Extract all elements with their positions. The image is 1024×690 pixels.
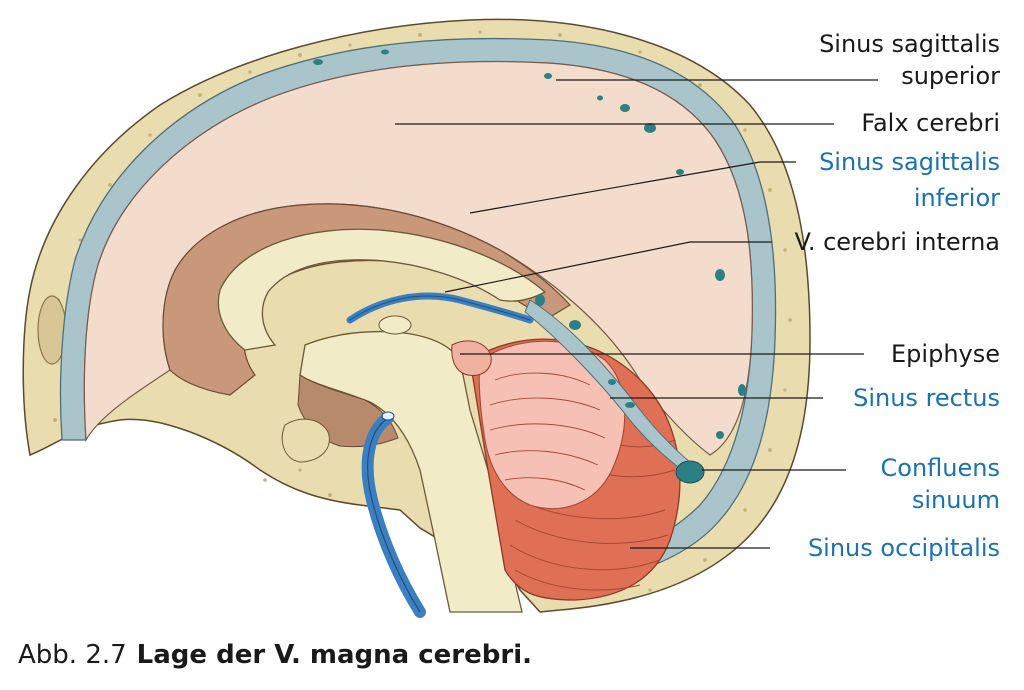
corpus-callosum [217, 228, 547, 351]
brain-sagittal-section-illustration: Sinus sagittalis superior Falx cerebri S… [22, 18, 1001, 618]
label-sinus-sagittalis-inferior-2: inferior [914, 184, 1000, 212]
thalamus [378, 315, 412, 335]
label-sinus-rectus: Sinus rectus [853, 384, 1000, 412]
labels: Sinus sagittalis superior Falx cerebri S… [795, 30, 1001, 562]
label-confluens-2: sinuum [912, 486, 1000, 514]
brainstem [299, 330, 523, 613]
label-sinus-sagittalis-inferior-1: Sinus sagittalis [819, 148, 1000, 176]
caption-title: Lage der V. magna cerebri. [136, 640, 532, 670]
figure-caption: Abb. 2.7 Lage der V. magna cerebri. [18, 640, 532, 670]
sinus-blood-cells [313, 49, 746, 439]
epiphyse [451, 340, 492, 377]
label-confluens-1: Confluens [881, 454, 1000, 482]
label-epiphyse: Epiphyse [891, 340, 1000, 368]
confluens-sinuum [675, 460, 705, 484]
label-sinus-sagittalis-superior-1: Sinus sagittalis [819, 30, 1000, 58]
pituitary-region [281, 418, 330, 463]
vermis-folia [489, 372, 606, 491]
label-falx-cerebri: Falx cerebri [861, 109, 1000, 137]
label-v-cerebri-interna: V. cerebri interna [795, 228, 1000, 256]
leader-lines [395, 79, 878, 549]
caption-number: Abb. 2.7 [18, 640, 127, 670]
label-sinus-sagittalis-superior-2: superior [901, 62, 1000, 90]
label-sinus-occipitalis: Sinus occipitalis [808, 534, 1000, 562]
